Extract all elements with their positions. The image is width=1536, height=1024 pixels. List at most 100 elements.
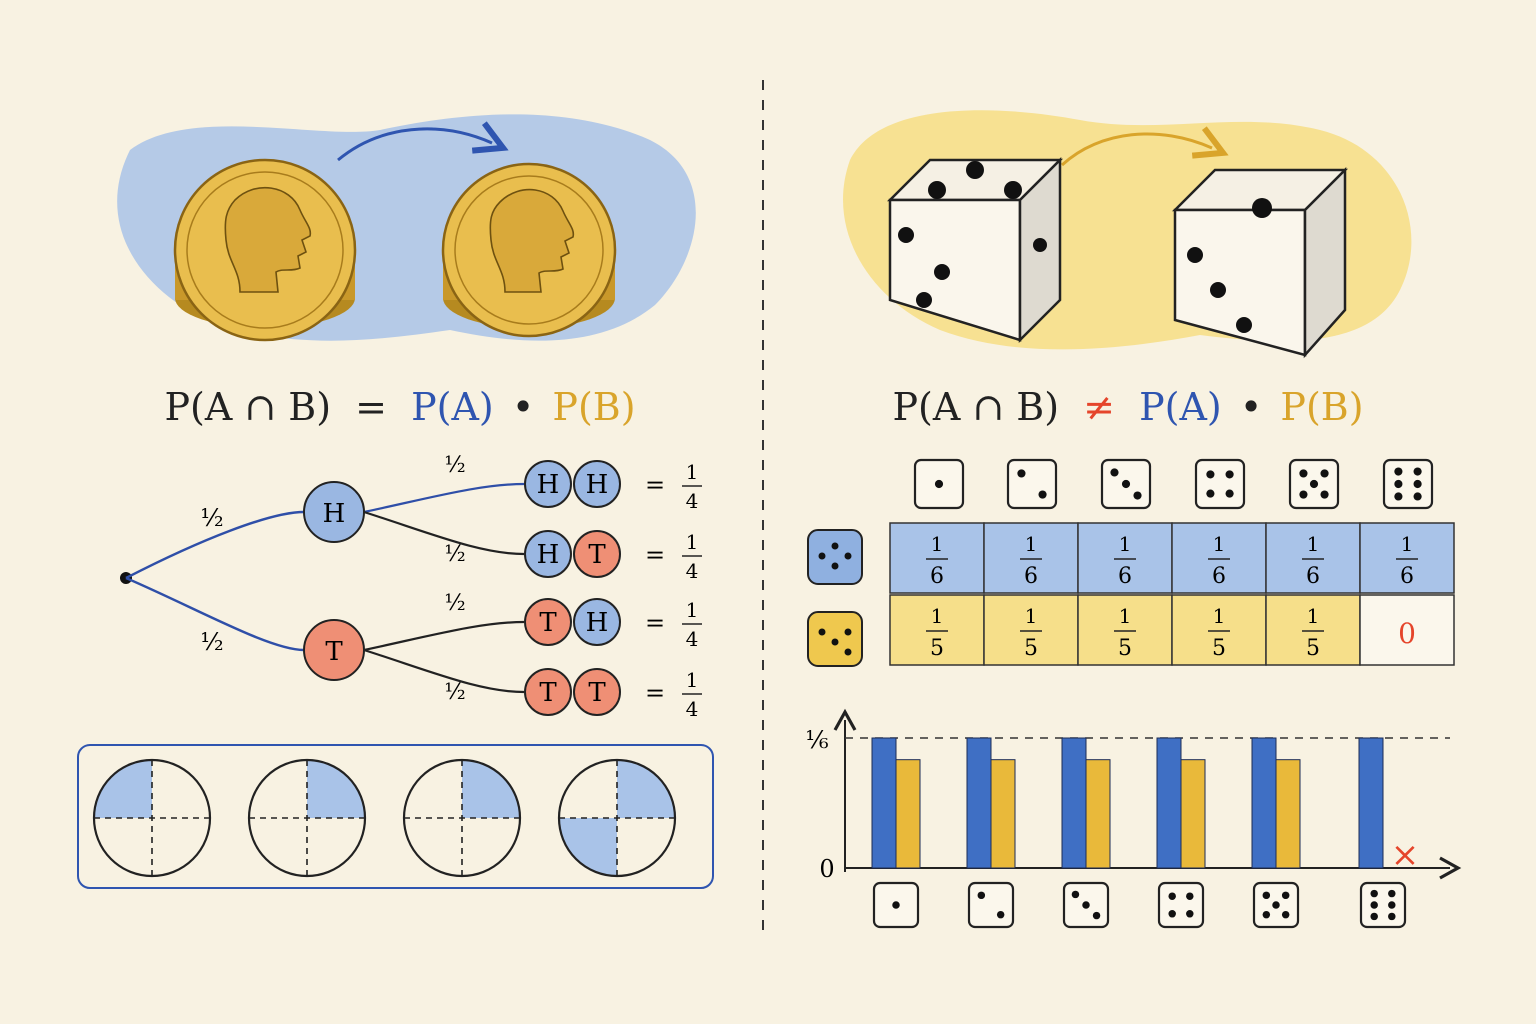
quarter-circle bbox=[402, 758, 522, 878]
branch-second bbox=[363, 620, 525, 652]
outcome-node bbox=[573, 598, 621, 646]
blue-row-cell: 16 bbox=[1359, 522, 1455, 594]
x-tick-die-5-icon bbox=[1252, 881, 1300, 929]
quarter-circle bbox=[247, 758, 367, 878]
die-face-1-icon bbox=[913, 458, 965, 510]
outcome-prob-num: 1 bbox=[686, 598, 699, 622]
die-face-5-icon bbox=[1288, 458, 1340, 510]
die-face-6-icon bbox=[1382, 458, 1434, 510]
tree-node-label: H bbox=[323, 499, 346, 529]
outcome-node-label: H bbox=[537, 540, 560, 570]
x-tick-die-6-icon bbox=[1359, 881, 1407, 929]
bar bbox=[1180, 759, 1206, 869]
independence-formula: P(A ∩ B) = P(A) • P(B) bbox=[164, 385, 635, 429]
bar-chart: 0⅙× bbox=[805, 708, 1462, 929]
outcome-node bbox=[524, 460, 572, 508]
blue-row-cell: 16 bbox=[889, 522, 985, 594]
outcome-prob-den: 4 bbox=[686, 627, 699, 651]
die-face-4-icon bbox=[1194, 458, 1246, 510]
cell-num: 1 bbox=[1213, 532, 1226, 556]
x-tick-die-3-icon bbox=[1062, 881, 1110, 929]
cell-den: 5 bbox=[930, 636, 944, 661]
y-tick-label: ⅙ bbox=[805, 726, 828, 754]
outcome-prob-den: 4 bbox=[686, 559, 699, 583]
bar bbox=[1275, 759, 1301, 869]
coins-illustration bbox=[117, 114, 696, 342]
outcome-equals: = bbox=[645, 679, 665, 707]
x-tick-die-1-icon bbox=[872, 881, 920, 929]
outcome-prob-num: 1 bbox=[686, 668, 699, 692]
outcome-circles-panel bbox=[77, 744, 714, 889]
bar bbox=[1061, 737, 1087, 869]
outcome-node-label: T bbox=[539, 608, 557, 638]
outcome-node bbox=[524, 598, 572, 646]
prob-label-second: ½ bbox=[444, 453, 465, 478]
cell-num: 1 bbox=[1307, 532, 1320, 556]
cell-num: 1 bbox=[931, 604, 944, 628]
yellow-row-cell: 15 bbox=[1077, 594, 1173, 666]
blue-row-cell: 16 bbox=[1265, 522, 1361, 594]
branch-to-h bbox=[125, 510, 305, 580]
outcome-equals: = bbox=[645, 471, 665, 499]
blue-die-icon bbox=[807, 529, 863, 585]
prob-label-second: ½ bbox=[444, 542, 465, 567]
die-face-2-icon bbox=[1006, 458, 1058, 510]
die-small-icon bbox=[1171, 166, 1349, 359]
outcome-node-label: H bbox=[586, 608, 609, 638]
bar bbox=[895, 759, 921, 869]
prob-label-h: ½ bbox=[200, 504, 223, 532]
cell-den: 5 bbox=[1306, 636, 1320, 661]
tree-node-h bbox=[303, 481, 365, 543]
die-face-3-icon bbox=[1100, 458, 1152, 510]
yellow-row-cell: 15 bbox=[889, 594, 985, 666]
branch-to-t bbox=[125, 576, 305, 652]
branch-second bbox=[363, 648, 525, 694]
dice-arrow bbox=[1060, 134, 1212, 167]
yellow-die-icon bbox=[807, 611, 863, 667]
tree-node-t bbox=[303, 619, 365, 681]
outcome-node-label: H bbox=[586, 470, 609, 500]
bar bbox=[1358, 737, 1384, 869]
outcome-equals: = bbox=[645, 541, 665, 569]
bar bbox=[1251, 737, 1277, 869]
bar bbox=[1156, 737, 1182, 869]
outcome-node bbox=[524, 530, 572, 578]
cell-num: 1 bbox=[1025, 532, 1038, 556]
cell-den: 6 bbox=[1024, 564, 1038, 589]
cell-den: 5 bbox=[1212, 636, 1226, 661]
outcome-prob-den: 4 bbox=[686, 489, 699, 513]
quarter-circle bbox=[92, 758, 212, 878]
cell-den: 5 bbox=[1118, 636, 1132, 661]
outcome-node-label: T bbox=[539, 678, 557, 708]
cell-den: 6 bbox=[1306, 564, 1320, 589]
y-tick-label: 0 bbox=[819, 855, 834, 883]
coin-arrow bbox=[337, 129, 492, 162]
yellow-row-cell: 0 bbox=[1359, 594, 1455, 666]
x-tick-die-4-icon bbox=[1157, 881, 1205, 929]
tree-node-label: T bbox=[325, 637, 343, 667]
dice-illustration bbox=[843, 110, 1412, 359]
cell-num: 1 bbox=[1119, 604, 1132, 628]
cell-den: 6 bbox=[1118, 564, 1132, 589]
outcome-prob-num: 1 bbox=[686, 460, 699, 484]
blue-row-cell: 16 bbox=[983, 522, 1079, 594]
outcome-node bbox=[524, 668, 572, 716]
outcome-node-label: H bbox=[537, 470, 560, 500]
cell-den: 6 bbox=[1212, 564, 1226, 589]
outcome-node-label: T bbox=[588, 678, 606, 708]
dependence-formula: P(A ∩ B) ≠ P(A) • P(B) bbox=[892, 385, 1363, 429]
prob-label-second: ½ bbox=[444, 680, 465, 705]
die-large-icon bbox=[886, 156, 1064, 344]
bar bbox=[1085, 759, 1111, 869]
outcome-node bbox=[573, 668, 621, 716]
bar bbox=[990, 759, 1016, 869]
quarter-circles bbox=[92, 758, 677, 878]
prob-label-t: ½ bbox=[200, 628, 223, 656]
cell-den: 6 bbox=[1400, 564, 1414, 589]
outcome-prob-den: 4 bbox=[686, 697, 699, 721]
quarter-circle bbox=[557, 758, 677, 878]
coin-left-icon bbox=[173, 158, 357, 342]
